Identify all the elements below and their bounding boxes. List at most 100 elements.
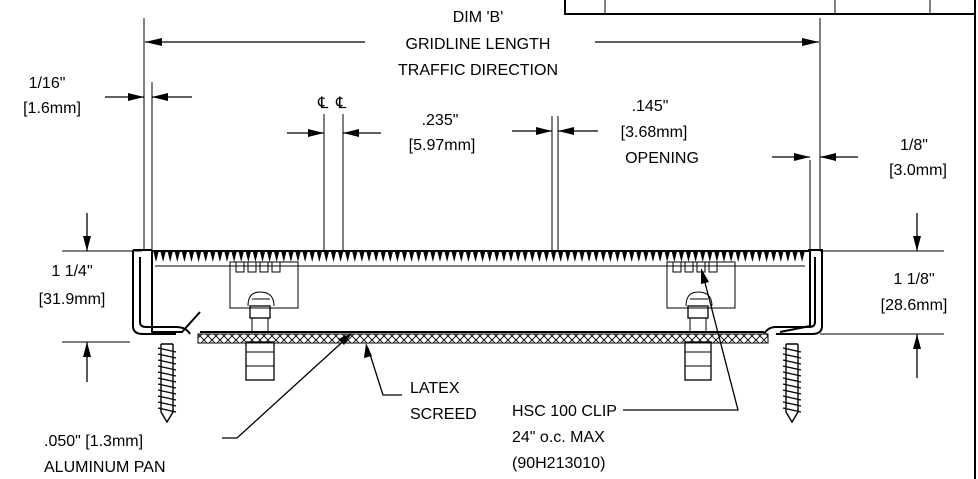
serration-tooth (437, 252, 443, 262)
serration-tooth (196, 252, 202, 262)
pan-thickness-label: .050" [1.3mm] (44, 433, 143, 450)
serration-tooth (700, 252, 706, 262)
serration-tooth (338, 252, 344, 262)
serration-tooth (650, 252, 656, 262)
opening-inch: .145" (632, 98, 669, 115)
opening-arrows (512, 127, 598, 135)
screw-thread (782, 343, 802, 424)
serration-tooth (480, 252, 486, 262)
dim-b-label: DIM 'B' (453, 9, 504, 26)
serration-tooth (693, 252, 699, 262)
serration-tooth (487, 252, 493, 262)
serration-tooth (231, 252, 237, 262)
grid-serrations (153, 252, 805, 262)
serration-tooth (494, 252, 500, 262)
aluminum-pan-leader (222, 333, 352, 439)
serration-tooth (181, 252, 187, 262)
serration-tooth (153, 252, 159, 262)
depth-right-dimension (820, 213, 944, 378)
gap-left-inch: 1/16" (29, 75, 66, 92)
opening-mm: [3.68mm] (621, 124, 688, 141)
serration-tooth (615, 252, 620, 262)
serration-tooth (778, 252, 784, 262)
serration-tooth (345, 252, 351, 262)
serration-tooth (238, 252, 244, 262)
serration-tooth (430, 252, 436, 262)
latex-screed-leader (364, 343, 402, 396)
screed-label: SCREED (410, 406, 477, 423)
serration-tooth (707, 252, 713, 262)
serration-tooth (302, 252, 308, 262)
aluminum-pan-label: ALUMINUM PAN (44, 459, 166, 476)
serration-tooth (565, 252, 571, 262)
serration-tooth (260, 252, 265, 262)
serration-tooth (678, 252, 684, 262)
serration-tooth (331, 252, 336, 262)
serration-tooth (167, 252, 173, 262)
opening-label: OPENING (625, 150, 699, 167)
traffic-direction-label: TRAFFIC DIRECTION (398, 62, 558, 79)
latex-label: LATEX (410, 380, 460, 397)
serration-tooth (402, 252, 407, 262)
gap-right-arrows (772, 153, 858, 161)
serration-tooth (458, 252, 464, 262)
serration-tooth (423, 252, 429, 262)
spacing-mm: [5.97mm] (409, 137, 476, 154)
serration-tooth (508, 252, 514, 262)
serration-tooth (607, 252, 613, 262)
serration-tooth (643, 252, 649, 262)
serration-tooth (274, 252, 280, 262)
serration-tooth (281, 252, 287, 262)
serration-tooth (359, 252, 365, 262)
gridline-length-label: GRIDLINE LENGTH (406, 36, 551, 53)
gap-left-mm: [1.6mm] (23, 100, 81, 117)
serration-tooth (394, 252, 400, 262)
serration-tooth (366, 252, 372, 262)
serration-tooth (352, 252, 358, 262)
serration-tooth (558, 252, 564, 262)
serration-tooth (544, 252, 549, 262)
centerline-symbol-a: ℄ (317, 95, 329, 112)
anchor-screw-right (782, 343, 802, 424)
serration-tooth (657, 252, 663, 262)
centerline-symbol-b: ℄ (335, 95, 347, 112)
gap-right-inch: 1/8" (900, 137, 928, 154)
serration-tooth (792, 252, 798, 262)
serration-tooth (728, 252, 734, 262)
aluminum-pan (132, 249, 823, 335)
serration-tooth (721, 252, 727, 262)
serration-tooth (189, 252, 194, 262)
clip-spacing-label: 24" o.c. MAX (512, 429, 605, 446)
depth-left-inch: 1 1/4" (51, 263, 92, 280)
serration-tooth (380, 252, 386, 262)
depth-right-mm: [28.6mm] (881, 297, 948, 314)
serration-tooth (501, 252, 507, 262)
serration-tooth (771, 252, 777, 262)
serration-tooth (160, 252, 166, 262)
serration-tooth (174, 252, 180, 262)
serration-tooth (473, 252, 478, 262)
serration-tooth (749, 252, 755, 262)
serration-tooth (671, 252, 677, 262)
title-block-fragment (564, 0, 976, 479)
serration-tooth (686, 252, 691, 262)
serration-tooth (536, 252, 542, 262)
serration-tooth (416, 252, 422, 262)
spacing-inch: .235" (422, 112, 459, 129)
clip-part-label: (90H213010) (512, 455, 605, 472)
serration-tooth (757, 252, 762, 262)
serration-tooth (600, 252, 606, 262)
serration-tooth (664, 252, 670, 262)
serration-tooth (288, 252, 294, 262)
depth-left-mm: [31.9mm] (39, 291, 106, 308)
serration-tooth (735, 252, 741, 262)
serration-tooth (636, 252, 642, 262)
serration-tooth (295, 252, 301, 262)
anchor-screw-left (157, 343, 177, 424)
serration-tooth (764, 252, 770, 262)
serration-tooth (622, 252, 628, 262)
serration-tooth (551, 252, 557, 262)
clip-leader (623, 268, 739, 411)
